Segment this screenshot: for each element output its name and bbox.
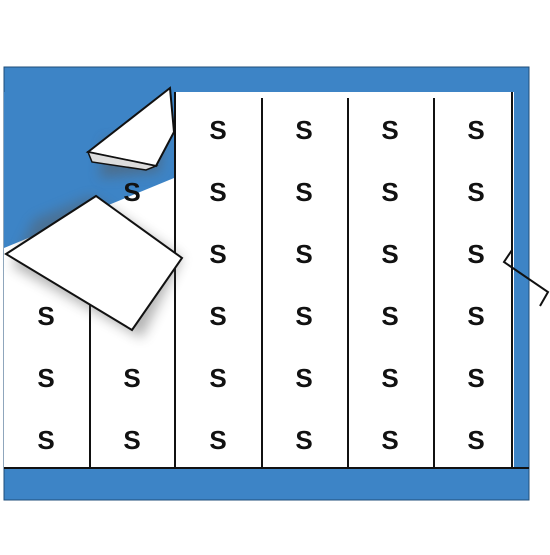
marker-label-s: S: [209, 115, 226, 145]
marker-label-s: S: [295, 425, 312, 455]
peeled-label: [4, 194, 184, 332]
marker-label-s: S: [381, 425, 398, 455]
marker-label-s: S: [295, 301, 312, 331]
marker-label-s: S: [381, 301, 398, 331]
marker-label-s: S: [209, 239, 226, 269]
marker-label-s: S: [209, 177, 226, 207]
marker-label-s: S: [209, 301, 226, 331]
marker-label-s: S: [467, 425, 484, 455]
marker-label-s: S: [467, 363, 484, 393]
marker-label-s: S: [37, 425, 54, 455]
marker-label-s: S: [381, 363, 398, 393]
marker-label-s: S: [467, 115, 484, 145]
marker-label-s: S: [209, 363, 226, 393]
marker-label-s: S: [467, 301, 484, 331]
marker-grid: S S S S S S S S S S S S S S S S S S S S S S S S S S S S S S: [37, 115, 484, 455]
marker-label-s: S: [37, 301, 54, 331]
marker-label-s: S: [295, 115, 312, 145]
marker-label-s: S: [295, 363, 312, 393]
marker-label-s: S: [123, 425, 140, 455]
marker-label-s: S: [467, 239, 484, 269]
marker-label-s: S: [295, 239, 312, 269]
column-dividers: [89, 92, 513, 468]
marker-label-s: S: [123, 177, 140, 207]
marker-label-s: S: [381, 115, 398, 145]
marker-label-s: S: [381, 177, 398, 207]
marker-label-s: S: [209, 425, 226, 455]
marker-label-s: S: [295, 177, 312, 207]
marker-label-s: S: [37, 363, 54, 393]
marker-label-s: S: [467, 177, 484, 207]
tear-mark: [502, 249, 550, 307]
marker-label-s: S: [123, 363, 140, 393]
curling-label-fold: [86, 150, 159, 171]
marker-label-s: S: [381, 239, 398, 269]
